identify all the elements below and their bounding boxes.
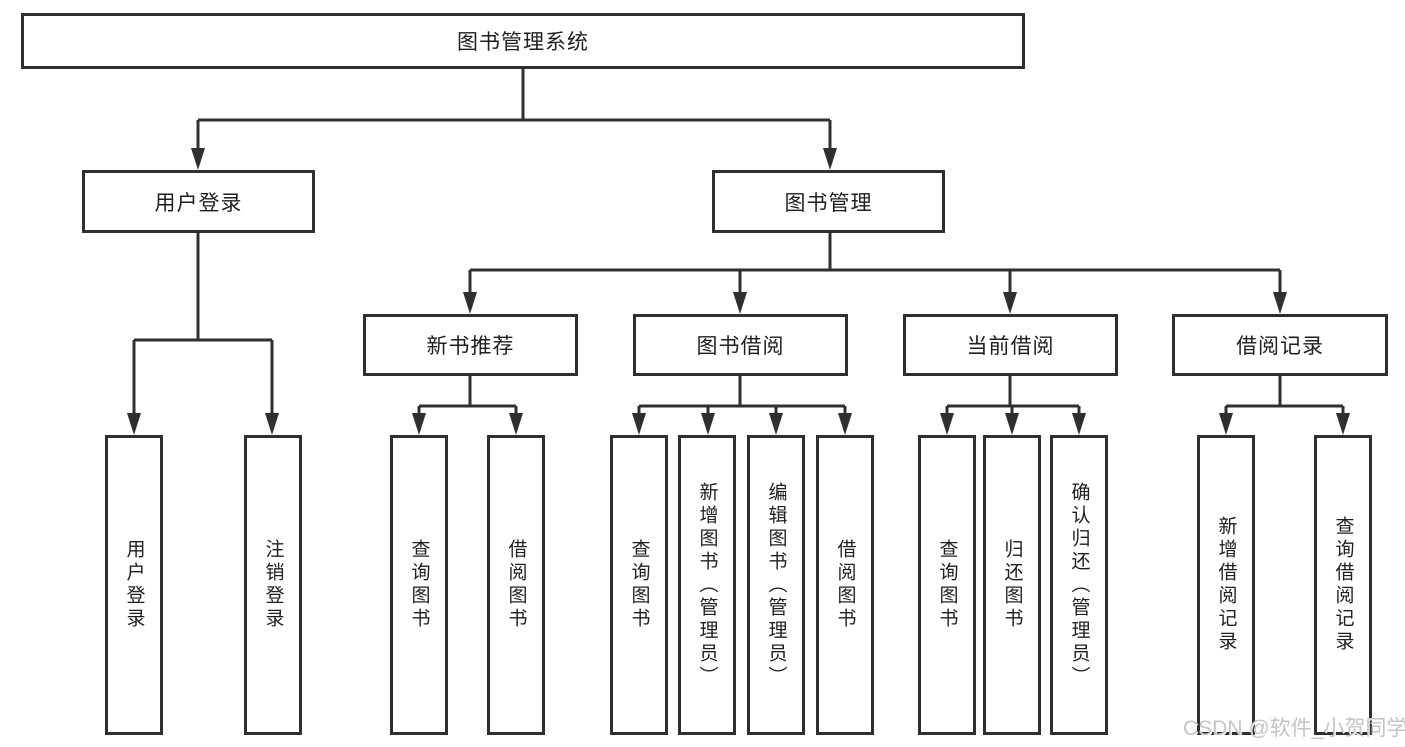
leaf-add-borrow-record: 新增借阅记录 bbox=[1197, 435, 1255, 735]
node-label: 确认归还（管理员） bbox=[1068, 481, 1090, 689]
node-label: 归还图书 bbox=[1001, 539, 1023, 631]
node-label: 图书管理 bbox=[784, 191, 873, 215]
node-label: 查询图书 bbox=[628, 539, 650, 631]
node-label: 查询图书 bbox=[408, 539, 430, 631]
leaf-confirm-return-admin: 确认归还（管理员） bbox=[1050, 435, 1108, 735]
node-current-borrowing: 当前借阅 bbox=[903, 314, 1118, 376]
node-label: 新增图书（管理员） bbox=[696, 481, 718, 689]
leaf-query-books-borrowing: 查询图书 bbox=[610, 435, 668, 735]
leaf-borrow-books: 借阅图书 bbox=[816, 435, 874, 735]
leaf-edit-books-admin: 编辑图书（管理员） bbox=[747, 435, 805, 735]
node-label: 用户登录 bbox=[154, 191, 243, 215]
node-label: 新书推荐 bbox=[426, 335, 515, 358]
node-label: 查询图书 bbox=[936, 539, 958, 631]
leaf-add-books-admin: 新增图书（管理员） bbox=[678, 435, 736, 735]
node-label: 借阅记录 bbox=[1236, 335, 1324, 358]
node-book-management: 图书管理 bbox=[712, 170, 945, 233]
leaf-return-books: 归还图书 bbox=[983, 435, 1041, 735]
node-label: 新增借阅记录 bbox=[1215, 516, 1237, 654]
node-library-management-system: 图书管理系统 bbox=[21, 13, 1025, 69]
leaf-query-borrow-record: 查询借阅记录 bbox=[1314, 435, 1372, 735]
leaf-borrow-books-recommend: 借阅图书 bbox=[487, 435, 545, 735]
leaf-query-books-recommend: 查询图书 bbox=[390, 435, 448, 735]
node-label: 编辑图书（管理员） bbox=[765, 481, 787, 689]
node-book-borrowing: 图书借阅 bbox=[633, 314, 848, 376]
leaf-user-login: 用户登录 bbox=[105, 435, 163, 735]
node-label: 用户登录 bbox=[123, 539, 145, 631]
node-label: 查询借阅记录 bbox=[1332, 516, 1354, 654]
node-label: 注销登录 bbox=[262, 539, 284, 631]
node-label: 图书管理系统 bbox=[457, 31, 589, 54]
node-label: 当前借阅 bbox=[966, 335, 1055, 358]
node-borrow-records: 借阅记录 bbox=[1172, 314, 1388, 376]
node-label: 借阅图书 bbox=[834, 539, 856, 631]
leaf-query-books-current: 查询图书 bbox=[918, 435, 976, 735]
leaf-logout: 注销登录 bbox=[244, 435, 302, 735]
node-label: 借阅图书 bbox=[505, 539, 527, 631]
csdn-watermark: CSDN @软件_小贺同学 bbox=[1183, 717, 1405, 740]
node-new-book-recommend: 新书推荐 bbox=[363, 314, 578, 376]
node-user-login: 用户登录 bbox=[82, 170, 315, 233]
node-label: 图书借阅 bbox=[696, 335, 785, 358]
